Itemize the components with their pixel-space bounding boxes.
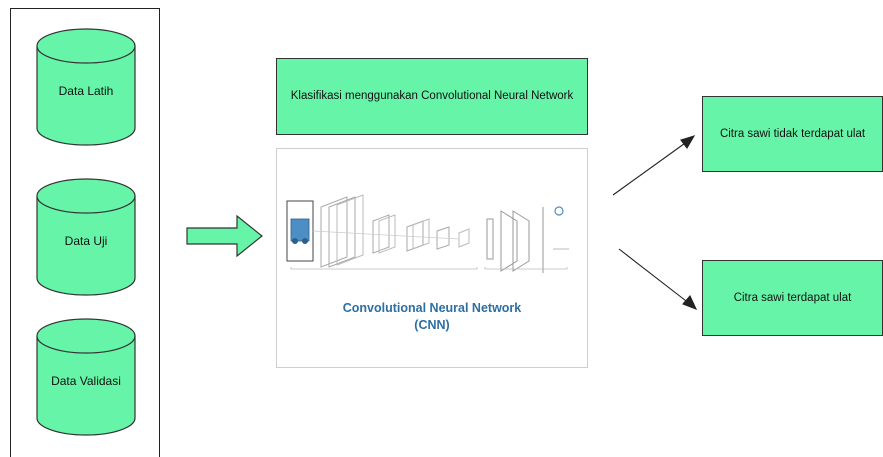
output-label: Citra sawi tidak terdapat ulat xyxy=(719,127,866,140)
cnn-figure-title: Convolutional Neural Network xyxy=(342,301,522,315)
arrow-to-tidak-terdapat xyxy=(612,135,696,196)
cnn-architecture-icon xyxy=(286,194,569,273)
output-label: Citra sawi terdapat ulat xyxy=(733,291,852,304)
cylinder-label: Data Uji xyxy=(64,234,108,248)
cnn-figure-subtitle: (CNN) xyxy=(414,318,450,332)
cylinder-data-uji: Data Uji xyxy=(36,178,136,296)
cylinder-data-validasi: Data Validasi xyxy=(36,318,136,436)
cylinder-label: Data Validasi xyxy=(51,374,121,388)
process-title-box: Klasifikasi menggunakan Convolutional Ne… xyxy=(276,58,588,135)
cnn-figure: Convolutional Neural Network (CNN) xyxy=(276,148,588,368)
database-icon xyxy=(36,28,136,146)
process-title: Klasifikasi menggunakan Convolutional Ne… xyxy=(290,90,574,103)
output-box-terdapat-ulat: Citra sawi terdapat ulat xyxy=(702,260,883,336)
block-arrow-icon xyxy=(186,214,263,258)
cylinder-label: Data Latih xyxy=(58,84,114,98)
database-icon xyxy=(36,318,136,436)
output-box-tidak-terdapat-ulat: Citra sawi tidak terdapat ulat xyxy=(702,96,883,172)
database-icon xyxy=(36,178,136,296)
cylinder-data-latih: Data Latih xyxy=(36,28,136,146)
data-sources-panel xyxy=(10,8,160,457)
arrow-to-terdapat xyxy=(618,248,698,310)
